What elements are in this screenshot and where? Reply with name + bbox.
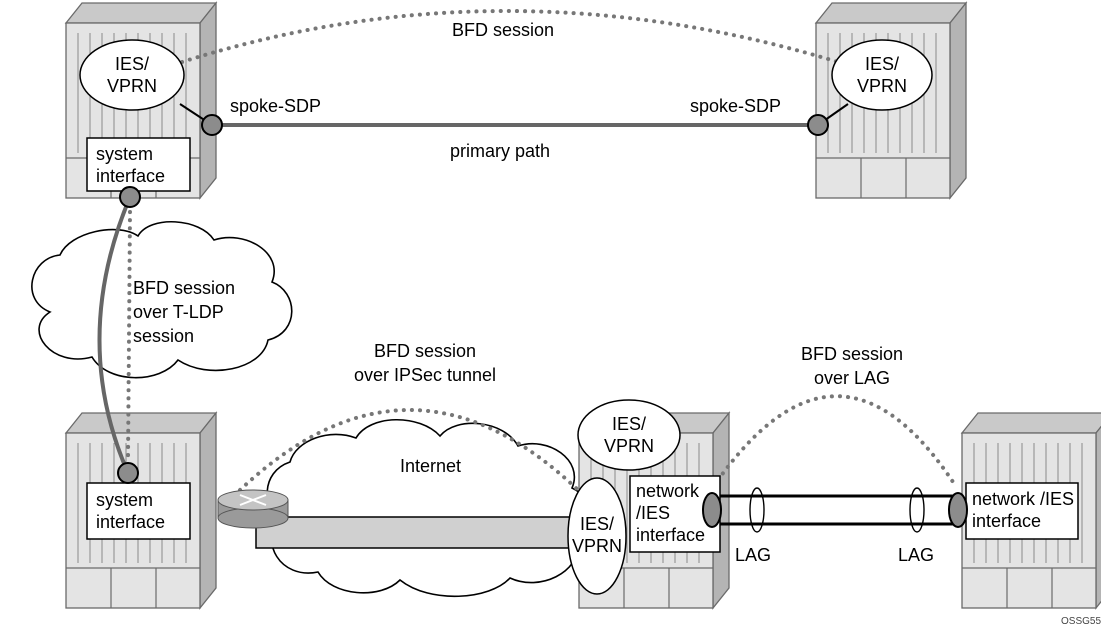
system-interface-port-bottom xyxy=(117,462,139,484)
bfd-session-arc-lag xyxy=(716,394,957,487)
cloud-icon xyxy=(31,220,293,379)
ies-vprn-label-top-right: IES/VPRN xyxy=(857,54,907,96)
lag-label-left: LAG xyxy=(735,545,771,565)
system-interface-port-top xyxy=(119,186,141,208)
lag-marker-right xyxy=(909,487,925,533)
bfd-session-arc-ipsec xyxy=(238,408,580,492)
lag-marker-left xyxy=(749,487,765,533)
primary-path-label: primary path xyxy=(450,141,550,161)
ies-vprn-oval-top-left xyxy=(79,39,185,111)
ipsec-tunnel xyxy=(255,516,581,549)
ies-vprn-label-middle-top: IES/VPRN xyxy=(604,414,654,456)
figure-id-label: OSSG55 xyxy=(1061,616,1101,627)
cloud-icon-internet xyxy=(266,419,592,598)
internet-label: Internet xyxy=(400,456,461,476)
lag-port-left xyxy=(702,492,722,528)
ies-vprn-label-middle-left: IES/VPRN xyxy=(572,514,622,556)
lag-label-right: LAG xyxy=(898,545,934,565)
ies-vprn-oval-top-right xyxy=(831,39,933,111)
ies-vprn-oval-middle-left xyxy=(567,477,627,595)
spoke-sdp-port-left xyxy=(201,114,223,136)
spoke-sdp-label-left: spoke-SDP xyxy=(230,96,321,116)
router-icon xyxy=(217,489,289,529)
ies-vprn-label-top-left: IES/VPRN xyxy=(107,54,157,96)
tldp-link-line xyxy=(97,196,132,474)
bfd-session-arc-top xyxy=(180,9,840,64)
ies-vprn-oval-middle-top xyxy=(577,399,681,471)
bfd-session-label-top: BFD session xyxy=(452,20,554,40)
spoke-sdp-label-right: spoke-SDP xyxy=(690,96,781,116)
system-interface-box-bottom xyxy=(86,482,191,540)
lag-port-right xyxy=(948,492,968,528)
spoke-sdp-port-right xyxy=(807,114,829,136)
bfd-session-tldp-dots xyxy=(126,210,132,462)
